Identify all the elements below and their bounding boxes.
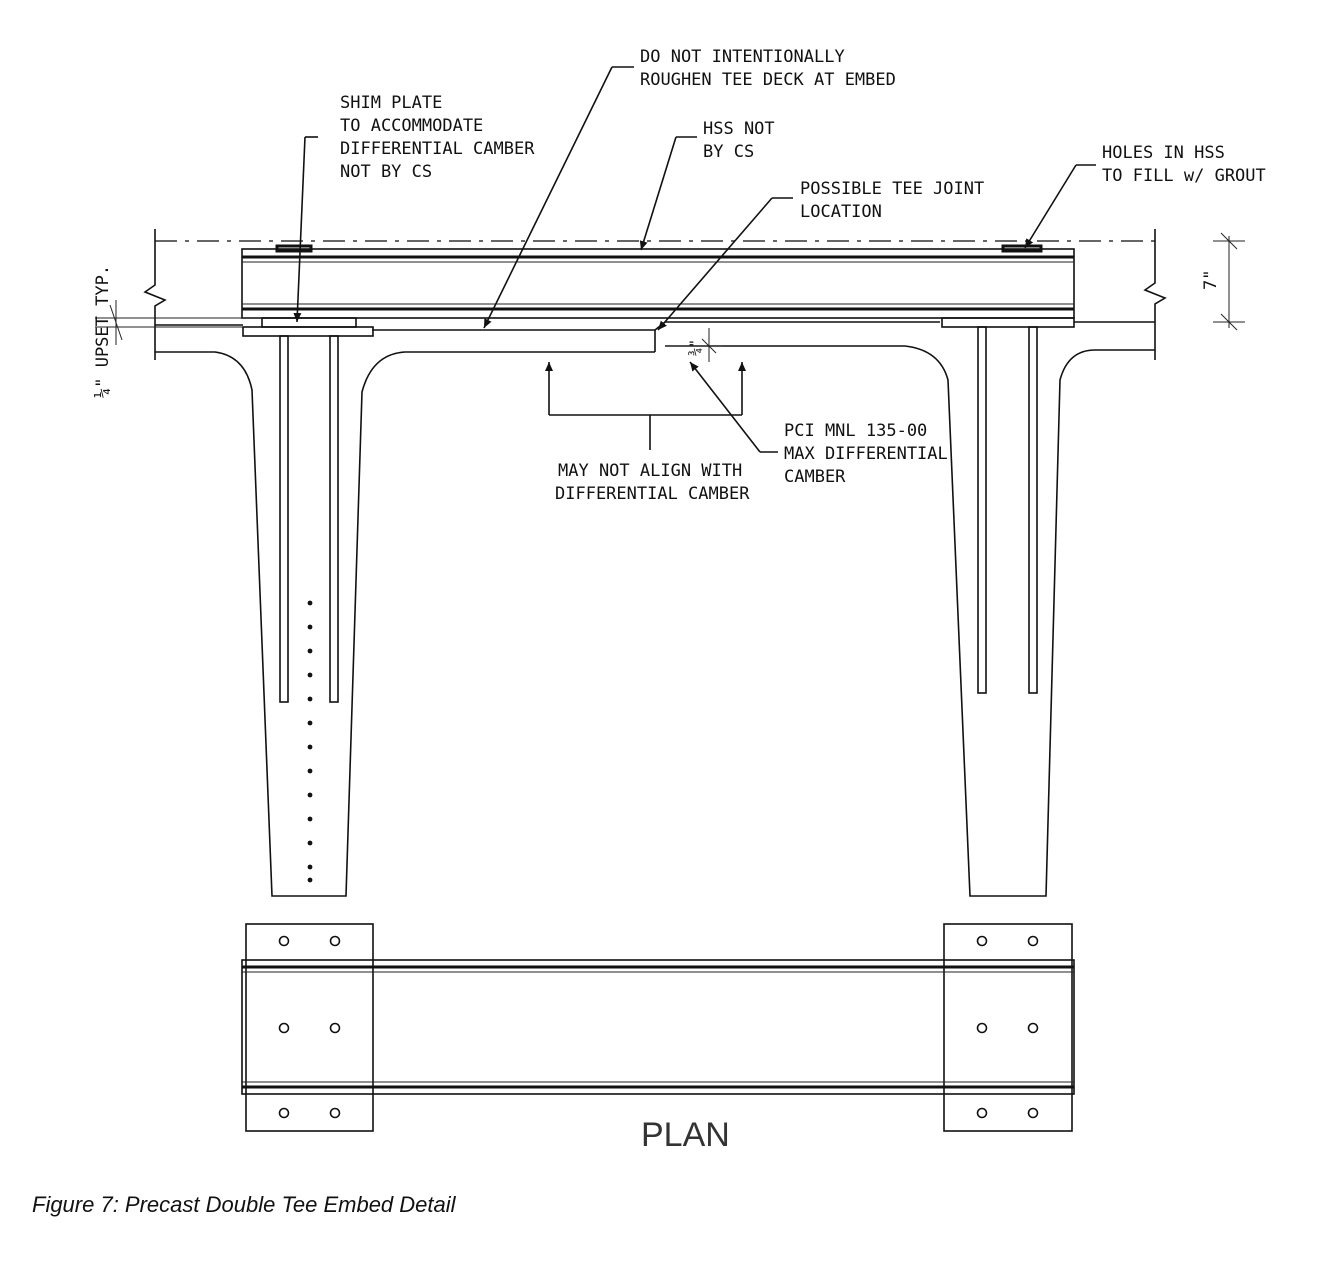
svg-text:TO FILL w/ GROUT: TO FILL w/ GROUT: [1102, 166, 1266, 186]
stem-dots: [307, 600, 313, 883]
svg-text:MAY NOT ALIGN WITH: MAY NOT ALIGN WITH: [558, 461, 742, 481]
svg-text:HSS NOT: HSS NOT: [703, 119, 775, 139]
svg-text:BY CS: BY CS: [703, 142, 754, 162]
section-view: ¼" UPSET TYP. 7" ¾": [93, 229, 1245, 897]
note-shim-plate: SHIM PLATE TO ACCOMMODATE DIFFERENTIAL C…: [340, 93, 535, 182]
plan-right-plate: [943, 923, 1073, 1132]
depth-label: 7": [1201, 270, 1221, 290]
svg-text:LOCATION: LOCATION: [800, 202, 882, 222]
svg-text:POSSIBLE TEE JOINT: POSSIBLE TEE JOINT: [800, 179, 984, 199]
figure-caption: Figure 7: Precast Double Tee Embed Detai…: [32, 1192, 456, 1217]
right-anchor-bars: [977, 326, 1038, 694]
right-break-line: [1143, 229, 1167, 360]
svg-text:HOLES IN HSS: HOLES IN HSS: [1102, 143, 1225, 163]
grout-hole-right: [1001, 244, 1043, 253]
left-break-line: [143, 229, 167, 360]
note-do-not-roughen: DO NOT INTENTIONALLY ROUGHEN TEE DECK AT…: [640, 47, 896, 90]
right-tee: [654, 321, 1155, 897]
note-holes-in-hss: HOLES IN HSS TO FILL w/ GROUT: [1102, 143, 1266, 186]
camber-dimension: [665, 328, 722, 362]
left-embed-plate: [242, 326, 374, 337]
svg-text:DIFFERENTIAL CAMBER: DIFFERENTIAL CAMBER: [340, 139, 535, 159]
left-anchor-bars: [279, 335, 339, 703]
svg-text:NOT BY CS: NOT BY CS: [340, 162, 432, 182]
svg-text:SHIM PLATE: SHIM PLATE: [340, 93, 442, 113]
leaders: [293, 66, 1096, 453]
left-tee: [155, 324, 656, 897]
svg-text:MAX DIFFERENTIAL: MAX DIFFERENTIAL: [784, 444, 948, 464]
camber-label: ¾": [688, 339, 704, 356]
plan-left-plate: [245, 923, 374, 1132]
note-pci: PCI MNL 135-00 MAX DIFFERENTIAL CAMBER: [784, 421, 948, 487]
depth-dimension: [1213, 232, 1245, 331]
plan-label: PLAN: [641, 1116, 730, 1154]
plan-bolt-holes: [278, 935, 1039, 1119]
note-tee-joint: POSSIBLE TEE JOINT LOCATION: [800, 179, 984, 222]
upset-label: ¼" UPSET TYP.: [93, 265, 113, 398]
note-may-not-align: MAY NOT ALIGN WITH DIFFERENTIAL CAMBER: [555, 461, 750, 504]
right-embed-plate: [941, 317, 1075, 328]
plan-view: PLAN: [241, 923, 1075, 1154]
upset-dimension: [95, 300, 262, 345]
svg-text:DO NOT INTENTIONALLY: DO NOT INTENTIONALLY: [640, 47, 845, 67]
may-not-align-bracket: [545, 362, 746, 450]
svg-text:CAMBER: CAMBER: [784, 467, 846, 487]
svg-text:PCI MNL 135-00: PCI MNL 135-00: [784, 421, 927, 441]
plan-hss: [241, 959, 1075, 1095]
shim-plate: [261, 317, 357, 328]
grout-hole-left: [275, 244, 313, 253]
svg-text:TO ACCOMMODATE: TO ACCOMMODATE: [340, 116, 483, 136]
svg-text:DIFFERENTIAL CAMBER: DIFFERENTIAL CAMBER: [555, 484, 750, 504]
svg-text:ROUGHEN TEE DECK AT EMBED: ROUGHEN TEE DECK AT EMBED: [640, 70, 896, 90]
hss-section: [241, 248, 1075, 319]
note-hss-not-by-cs: HSS NOT BY CS: [703, 119, 775, 162]
